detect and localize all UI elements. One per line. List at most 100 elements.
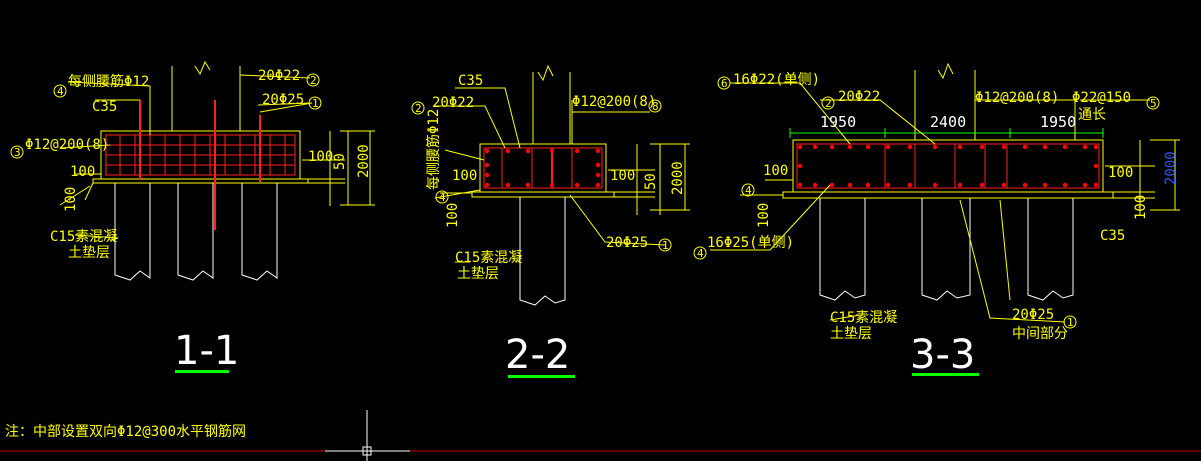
s3-circle-6-text: 6	[721, 77, 728, 90]
s3-dim-100a: 100	[763, 163, 788, 179]
s2-circle-2-text: 2	[415, 102, 422, 115]
s3-leaders	[710, 82, 1150, 323]
s1-bottom-rebar-label: 20Φ25	[262, 92, 304, 108]
s3-through-label: Φ22@150	[1072, 90, 1131, 106]
s2-dim-2000: 2000	[670, 161, 686, 195]
s3-dim-100-left: 100	[756, 203, 772, 228]
s1-dim-100b: 100	[308, 149, 333, 165]
s2-stirrup-label: Φ12@200(8)	[572, 94, 656, 110]
s2-circle-8	[648, 99, 662, 113]
s1-base-pad	[92, 178, 309, 184]
s1-rebar-grid	[105, 100, 296, 230]
s1-dims	[302, 130, 375, 206]
s1-dim-100c: 100	[63, 187, 79, 212]
s2-dims	[608, 143, 690, 215]
s1-circle-2	[306, 73, 320, 87]
s2-title-underline	[508, 375, 575, 378]
s2-rebar-dots	[484, 148, 601, 188]
s3-column-break	[937, 62, 954, 80]
s3-side-bottom-label: 16Φ25(单侧)	[707, 235, 794, 251]
s2-rebar	[483, 147, 603, 189]
s1-dim-2000: 2000	[356, 144, 372, 178]
s3-circle-1-text: 1	[1067, 316, 1074, 329]
s3-pile-middle	[921, 198, 971, 301]
s1-base-label-2: 土垫层	[68, 245, 110, 261]
s1-leaders	[59, 74, 313, 241]
s2-bottom-rebar-label: 20Φ25	[606, 235, 648, 251]
s2-column	[532, 72, 571, 144]
s1-title: 1-1	[174, 328, 239, 374]
s1-circle-2-text: 2	[310, 74, 317, 87]
section-2-2: C35 2 20Φ22 Φ12@200(8) 8 每侧腰筋Φ12 100 4 1…	[411, 64, 690, 378]
s3-base-label-2: 土垫层	[830, 326, 872, 342]
s2-dim-100a: 100	[452, 168, 477, 184]
s2-base-label-2: 土垫层	[457, 266, 499, 282]
s2-circle-1-text: 1	[662, 239, 669, 252]
s3-circle-5	[1146, 96, 1160, 110]
s3-top-rebar-label: 20Φ22	[838, 89, 880, 105]
s2-dim-100b: 100	[610, 168, 635, 184]
s3-width-1: 1950	[820, 113, 856, 131]
section-3-3: 6 16Φ22(单侧) 2 20Φ22 Φ12@200(8) Φ22@150 5…	[693, 62, 1180, 378]
s3-rebar	[796, 143, 1100, 189]
s3-pile-right	[1027, 198, 1074, 301]
s3-dim-100b: 100	[1108, 165, 1133, 181]
s3-width-2: 2400	[930, 113, 966, 131]
s3-circle-6	[717, 76, 731, 90]
s3-circle-1	[1063, 315, 1077, 329]
s1-piles	[114, 183, 278, 281]
s3-title-underline	[912, 373, 979, 376]
s3-title: 3-3	[910, 332, 975, 378]
cad-cursor-crosshair[interactable]	[325, 410, 410, 461]
s2-top-rebar-label: 20Φ22	[432, 95, 474, 111]
s2-circle-2	[411, 101, 425, 115]
s2-pile	[519, 197, 566, 306]
s1-dim-100a: 100	[70, 164, 95, 180]
s1-stirrup-label: Φ12@200(8)	[25, 137, 109, 153]
s1-circle-3	[10, 145, 24, 159]
s3-dims	[1105, 139, 1180, 215]
section-1-1: 4 每侧腰筋Φ12 C35 20Φ22 2 20Φ25 1 3 Φ12@200(…	[10, 60, 375, 374]
s3-circle-5-text: 5	[1150, 97, 1157, 110]
s3-rebar-dots	[797, 144, 1099, 188]
s3-through-label-2: 通长	[1078, 107, 1106, 123]
s1-title-underline	[175, 370, 229, 373]
s3-circle-4	[693, 246, 707, 260]
s3-width-dim-line	[789, 128, 1104, 138]
s3-dim-2000: 2000	[1163, 151, 1179, 185]
s1-base-label: C15素混凝	[50, 229, 117, 245]
s2-side-rebar-label: 每侧腰筋Φ12	[425, 109, 442, 190]
s3-base-label: C15素混凝	[830, 310, 897, 326]
s2-circle-4-text: 4	[439, 191, 446, 204]
s3-bottom-rebar-label: 20Φ25	[1012, 307, 1054, 323]
s2-base-label: C15素混凝	[455, 250, 522, 266]
s3-side-top-label: 16Φ22(单侧)	[733, 72, 820, 88]
s2-circle-8-text: 8	[652, 100, 659, 113]
s3-pile-left	[819, 198, 866, 301]
s1-top-rebar-label: 20Φ22	[258, 68, 300, 84]
s1-circle-4-text: 4	[57, 85, 64, 98]
s3-dim-100c: 100	[1133, 195, 1149, 220]
s2-dim-50: 50	[643, 173, 659, 190]
s1-dim-50: 50	[332, 153, 348, 170]
s3-circle-4-text: 4	[697, 247, 704, 260]
s1-circle-1-text: 1	[312, 97, 319, 110]
s2-concrete-label: C35	[458, 73, 483, 89]
s2-title: 2-2	[505, 332, 570, 378]
s1-column-break	[194, 60, 211, 76]
s2-dim-100c: 100	[445, 203, 461, 228]
s3-circle-2	[821, 96, 835, 110]
s1-circle-4	[53, 84, 67, 98]
s2-circle-1	[658, 238, 672, 252]
s2-column-break	[537, 64, 554, 82]
s3-concrete-label: C35	[1100, 228, 1125, 244]
footnote: 注：中部设置双向Φ12@300水平钢筋网	[5, 423, 246, 440]
s1-circle-3-text: 3	[14, 146, 21, 159]
s3-circle-4-top	[741, 183, 755, 197]
s3-circle-2-text: 2	[825, 97, 832, 110]
s1-concrete-label: C35	[92, 99, 117, 115]
s1-side-rebar-label: 每侧腰筋Φ12	[68, 73, 149, 90]
s1-circle-1	[308, 96, 322, 110]
